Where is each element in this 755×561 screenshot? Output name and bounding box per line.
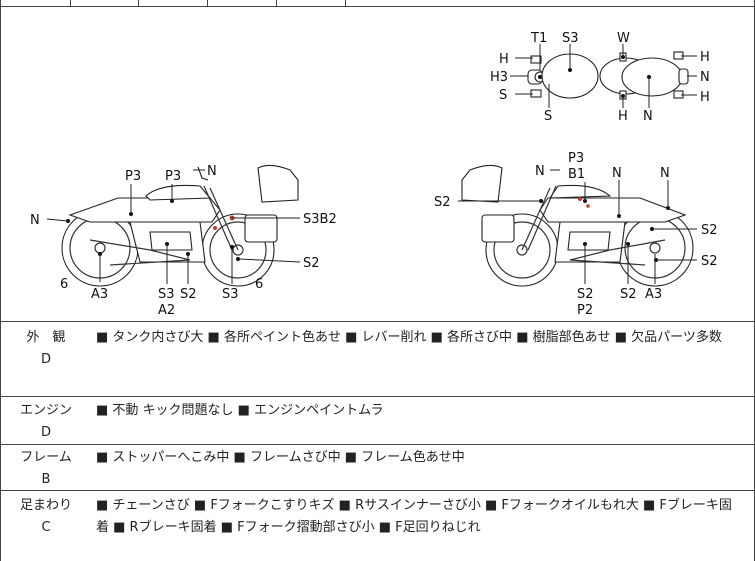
label-S3: S3 (562, 31, 579, 46)
label-S2: S2 (701, 223, 718, 238)
label-6: 6 (60, 277, 68, 292)
label-N: N (207, 164, 217, 179)
rating-description: ■ 不動 キック問題なし ■ エンジンペイントムラ (96, 403, 384, 418)
label-A3: A3 (91, 287, 108, 302)
rating-description: ■ チェーンさび ■ Fフォークこすりキズ ■ Rサスインナーさび小 ■ Fフォ… (96, 498, 732, 535)
rating-category: 足まわり C (14, 495, 78, 539)
label-N: N (535, 164, 545, 179)
label-N: N (660, 166, 670, 181)
label-S2: S2 (620, 287, 637, 302)
motorcycle-right-side-view (461, 164, 694, 287)
label-P3: P3 (165, 169, 181, 184)
label-S2: S2 (303, 256, 320, 271)
category-name: 足まわり (19, 498, 72, 513)
rating-row-engine: エンジン D ■ 不動 キック問題なし ■ エンジンペイントムラ (0, 396, 755, 444)
motorcycle-top-view (527, 51, 689, 100)
rating-category: フレーム B (14, 447, 78, 491)
label-H: H (618, 109, 628, 124)
table-col-separator (138, 0, 139, 6)
label-N: N (643, 109, 653, 124)
damage-diagram: T1 S3 W H H3 S S H N H N H (30, 31, 718, 318)
label-S: S (544, 109, 552, 124)
label-S2: S2 (180, 287, 197, 302)
label-N: N (30, 213, 40, 228)
label-S2: S2 (577, 287, 594, 302)
category-grade: C (41, 520, 51, 535)
label-H: H (700, 50, 710, 65)
label-N: N (612, 166, 622, 181)
rating-description: ■ タンク内さび大 ■ 各所ペイント色あせ ■ レバー削れ ■ 各所さび中 ■ … (96, 330, 722, 345)
category-grade: D (40, 425, 51, 440)
label-P2: P2 (577, 303, 593, 318)
rating-row-exterior: 外 観 D ■ タンク内さび大 ■ 各所ペイント色あせ ■ レバー削れ ■ 各所… (0, 321, 755, 396)
table-col-separator (345, 0, 346, 6)
label-S3B2: S3B2 (303, 212, 337, 227)
label-A3: A3 (645, 287, 662, 302)
category-grade: B (41, 472, 51, 487)
table-col-separator (276, 0, 277, 6)
label-H3: H3 (490, 70, 508, 85)
header-rule (0, 6, 755, 7)
label-S2: S2 (434, 195, 451, 210)
category-name: 外 観 (26, 330, 66, 345)
category-name: エンジン (19, 403, 72, 418)
label-A2: A2 (158, 303, 175, 318)
label-P3: P3 (568, 151, 584, 166)
rating-category: 外 観 D (14, 327, 78, 371)
label-S3: S3 (158, 287, 175, 302)
table-col-separator (207, 0, 208, 6)
label-W: W (617, 31, 630, 46)
rating-row-suspension: 足まわり C ■ チェーンさび ■ Fフォークこすりキズ ■ Rサスインナーさび… (0, 490, 755, 561)
rating-row-frame: フレーム B ■ ストッパーへこみ中 ■ フレームさび中 ■ フレーム色あせ中 (0, 444, 755, 490)
rating-category: エンジン D (14, 400, 78, 444)
label-S: S (499, 88, 507, 103)
label-T1: T1 (530, 31, 547, 46)
label-S3: S3 (222, 287, 239, 302)
rating-description: ■ ストッパーへこみ中 ■ フレームさび中 ■ フレーム色あせ中 (96, 450, 465, 465)
label-N: N (700, 70, 710, 85)
label-P3: P3 (125, 169, 141, 184)
label-H: H (499, 52, 509, 67)
category-name: フレーム (20, 450, 72, 465)
table-col-separator (70, 0, 71, 6)
category-grade: D (40, 352, 51, 367)
label-6: 6 (255, 277, 263, 292)
label-B1: B1 (568, 167, 585, 182)
label-S2: S2 (701, 254, 718, 269)
motorcycle-left-side-view (61, 164, 299, 287)
label-H: H (700, 90, 710, 105)
